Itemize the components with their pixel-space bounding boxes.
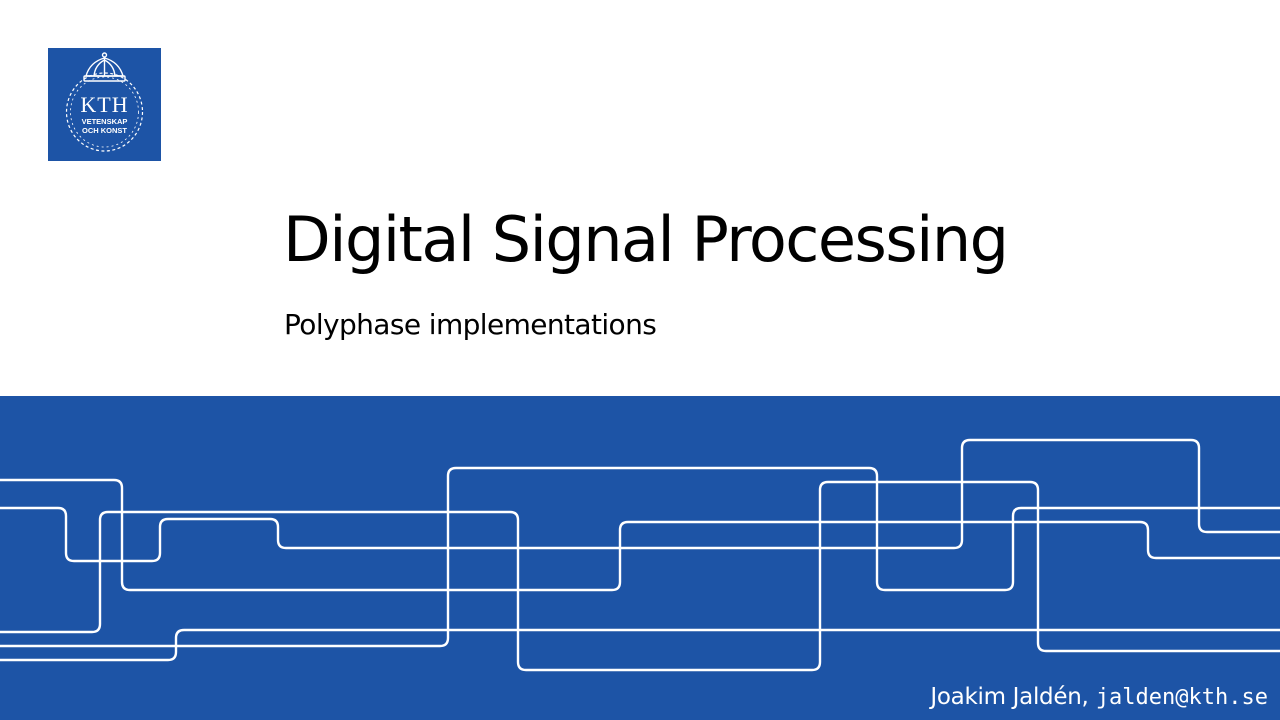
slide-subtitle: Polyphase implementations xyxy=(284,308,657,341)
logo-text-line1: VETENSKAP xyxy=(82,117,128,126)
crown-icon xyxy=(83,52,126,82)
circuit-lines-decoration xyxy=(0,438,1280,672)
slide-title: Digital Signal Processing xyxy=(283,203,1009,276)
author-line: Joakim Jaldén, jalden@kth.se xyxy=(930,684,1268,710)
author-name: Joakim Jaldén, xyxy=(930,684,1089,710)
kth-logo: KTH VETENSKAP OCH KONST xyxy=(48,48,161,161)
author-email[interactable]: jalden@kth.se xyxy=(1095,685,1268,710)
circuit-banner: Joakim Jaldén, jalden@kth.se xyxy=(0,396,1280,720)
logo-text-main: KTH xyxy=(80,92,128,117)
logo-text-line2: OCH KONST xyxy=(82,126,127,135)
kth-emblem-icon: KTH VETENSKAP OCH KONST xyxy=(65,52,144,152)
